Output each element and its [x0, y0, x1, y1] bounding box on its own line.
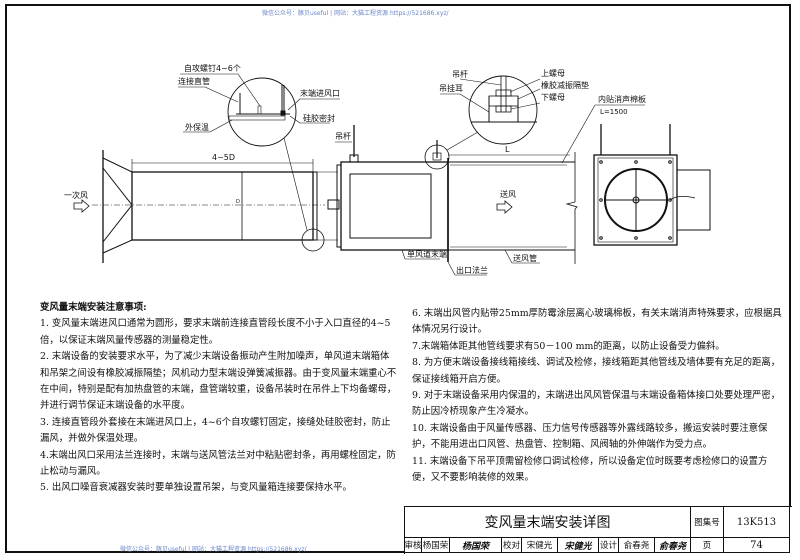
detail-inlet-joint	[227, 77, 297, 147]
note-6: 6. 末端出风管内贴带25mm厚防霉涂层离心玻璃棉板，有关末端消声特殊要求，应根…	[412, 308, 782, 336]
note-8: 8. 为方便末端设备接线箱接线、调试及检修，接线箱距其他管线及墙体要有充足的距离…	[412, 357, 781, 385]
page-number: 74	[724, 538, 790, 553]
label-insulation: 外保温	[185, 122, 209, 132]
notes-heading: 变风量末端安装注意事项:	[40, 302, 147, 313]
atlas-label: 图集号	[691, 507, 724, 538]
label-supply-duct: 送风管	[513, 253, 537, 263]
watermark-bottom: 微信公众号：豚贝useful | 网站：大猫工程资源 https://52168…	[120, 546, 307, 553]
detail-marker-inlet	[301, 228, 325, 252]
supply-air-label: 送风	[500, 189, 516, 199]
label-outlet-flange: 出口法兰	[456, 265, 488, 275]
label-connecting-pipe: 连接直管	[178, 76, 210, 86]
checker-signature: 宋健光	[558, 538, 599, 553]
detail-hanger	[468, 75, 538, 145]
note-3: 3. 连接直管段外套接在末端进风口上，4~6个自攻螺钉固定，接缝处硅胶密封，防止…	[40, 416, 391, 445]
review-label: 审核	[405, 538, 422, 553]
detail2-leaders	[440, 78, 645, 164]
note-5: 5. 出风口噪音衰减器安装时要单独设置吊架，与变风量箱连接要保持水平。	[40, 482, 352, 494]
dim-d: D	[236, 199, 240, 205]
label-rod-2: 吊杆	[452, 69, 468, 79]
designer-name: 俞春尧	[619, 538, 655, 553]
checker-name: 宋健光	[522, 538, 558, 553]
drawing-title: 变风量末端安装详图	[405, 507, 691, 538]
label-rubber-pad: 橡胶减振隔垫	[541, 80, 589, 90]
detail1-leaders	[178, 73, 340, 133]
dim-l: L	[505, 145, 510, 154]
note-7: 7.末端箱体距其他管线要求有50－100 mm的距离，以防止设备受力偏斜。	[412, 340, 725, 352]
notes-left: 变风量末端安装注意事项: 1. 变风量末端进风口通常为圆形，要求末端前连接直管段…	[40, 300, 398, 497]
reviewer-name: 杨国荣	[422, 538, 450, 553]
note-9: 9. 对于末端设备采用内保温的，末端进出风风管保温与末端设备箱体接口处要处理严密…	[412, 390, 781, 418]
note-1: 1. 变风量末端进风口通常为圆形，要求末端前连接直管段长度不小于入口直径的4~5…	[40, 318, 391, 346]
dimension-straight-length	[131, 159, 314, 172]
end-view	[593, 124, 711, 246]
label-inlet: 末端进风口	[300, 88, 340, 98]
label-rod: 吊杆	[335, 131, 351, 141]
label-lug: 吊挂耳	[439, 83, 463, 93]
label-screws: 自攻螺钉4~6个	[184, 63, 241, 73]
straight-duct	[131, 171, 338, 241]
designer-signature: 俞春尧	[655, 538, 691, 553]
atlas-number: 13K513	[724, 507, 790, 538]
inlet-bellmouth	[102, 150, 133, 263]
check-label: 校对	[502, 538, 522, 553]
sheet-border	[5, 4, 791, 553]
label-liner: 内贴消声棉板	[598, 94, 646, 104]
dim-4-5d: 4~5D	[212, 153, 235, 162]
design-label: 设计	[599, 538, 619, 553]
title-block: 变风量末端安装详图 图集号 13K513 审核 杨国荣 杨国荣 校对 宋健光 宋…	[404, 506, 792, 554]
label-upper-nut: 上螺母	[541, 68, 565, 78]
page-label: 页	[691, 538, 724, 553]
note-4: 4.末端出风口采用法兰连接时，末端与送风管法兰对中粘贴密封条，再用螺栓固定，防止…	[40, 449, 396, 478]
note-11: 11. 末端设备下吊平顶需留检修口调试检修，所以设备定位时既要考虑检修口的设置方…	[412, 455, 768, 484]
watermark-top: 微信公众号：豚贝useful | 网站：大猫工程资源 https://52168…	[262, 10, 449, 17]
supply-air-arrow-icon	[496, 200, 513, 214]
primary-air-arrow-icon	[73, 199, 90, 213]
label-liner-length: L=1500	[600, 108, 628, 116]
label-lower-nut: 下螺母	[541, 92, 565, 102]
vav-terminal-box	[327, 125, 449, 251]
note-10: 10. 末端设备由于风量传感器、压力信号传感器等外露线路较多，搬运安装时要注意保…	[412, 422, 768, 451]
notes-right: 6. 末端出风管内贴带25mm厚防霉涂层离心玻璃棉板，有关末端消声特殊要求，应根…	[412, 306, 786, 486]
primary-air-label: 一次风	[64, 190, 88, 200]
label-terminal: 单风道末端	[407, 249, 447, 259]
label-silicone-seal: 硅胶密封	[303, 113, 335, 123]
note-2: 2. 末端设备的安装要求水平，为了减少末端设备振动产生附加噪声，单风道末端箱体和…	[40, 351, 397, 412]
supply-duct	[437, 152, 578, 264]
reviewer-signature: 杨国荣	[450, 538, 502, 553]
